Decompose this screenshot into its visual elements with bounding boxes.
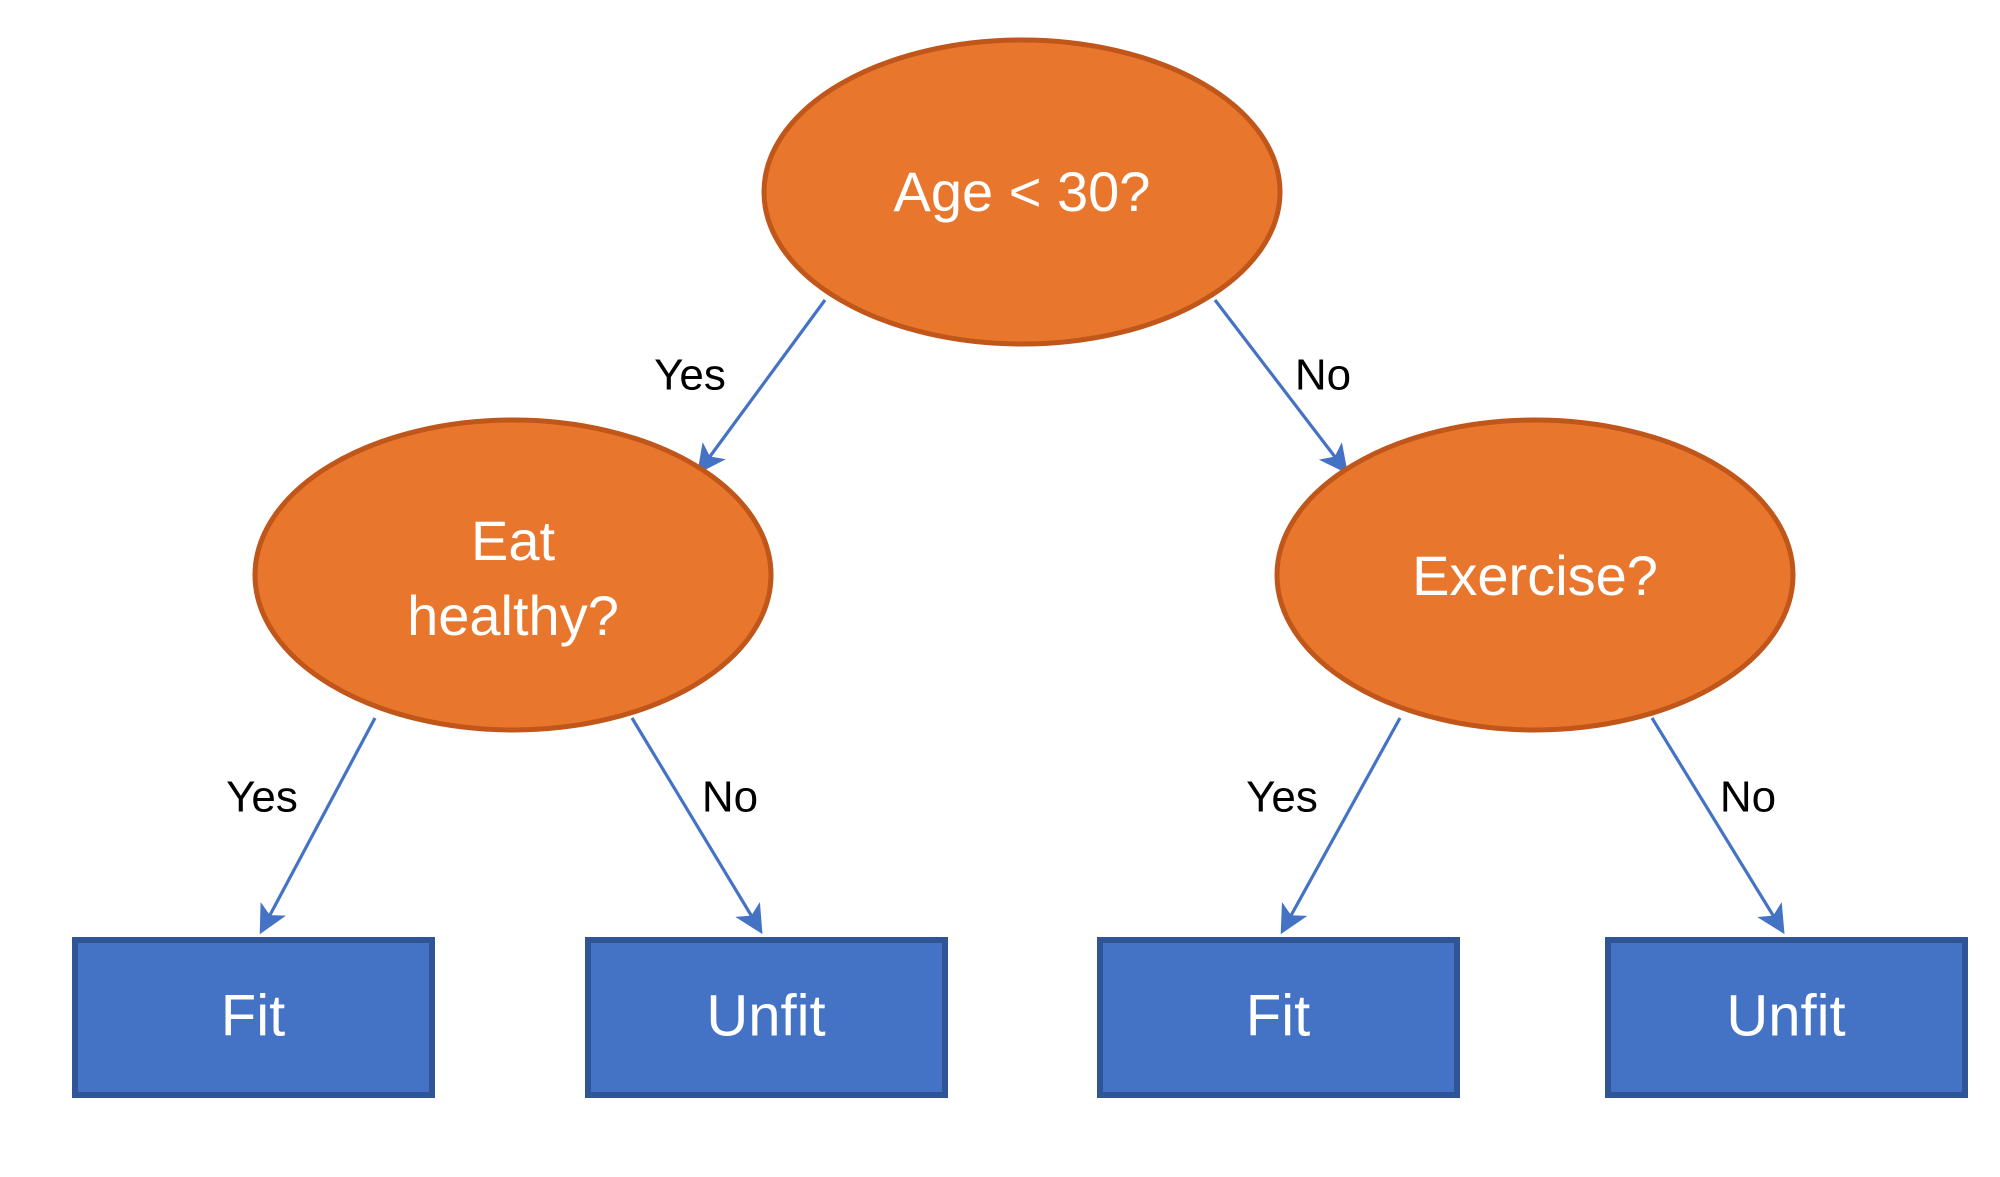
node-shape-exercise[interactable]	[1274, 417, 1796, 733]
outcome-nodes-layer: Fit Unfit Fit Unfit	[72, 937, 1968, 1098]
edge-line-exercise-yes	[1280, 717, 1402, 935]
edge-label-root-no: No	[1295, 351, 1351, 400]
node-shape-leaf-unfit-right[interactable]	[1605, 937, 1968, 1098]
edge-label-exercise-yes: Yes	[1246, 773, 1318, 822]
node-label-leaf-fit-right: Fit	[1246, 983, 1310, 1048]
node-exercise[interactable]: Exercise?	[1274, 417, 1796, 733]
edges-layer: Yes No Yes No Yes No	[226, 299, 1785, 935]
node-label-leaf-fit-left: Fit	[221, 983, 285, 1048]
node-shape-leaf-fit-right[interactable]	[1097, 937, 1460, 1098]
edge-eat-no: No	[630, 717, 763, 935]
node-label-eat-healthy-line2: healthy?	[407, 584, 619, 647]
edge-line-exercise-no	[1650, 717, 1785, 935]
edge-exercise-no: No	[1650, 717, 1785, 935]
node-label-eat-healthy-line1: Eat	[471, 509, 555, 572]
edge-label-root-yes: Yes	[654, 351, 726, 400]
edge-label-eat-yes: Yes	[226, 773, 298, 822]
node-shape-eat-healthy[interactable]	[252, 417, 774, 733]
node-shape-leaf-fit-left[interactable]	[72, 937, 435, 1098]
edge-root-no: No	[1213, 299, 1351, 474]
node-eat-healthy[interactable]: Eat healthy?	[252, 417, 774, 733]
node-label-leaf-unfit-left: Unfit	[706, 983, 825, 1048]
node-leaf-unfit-left[interactable]: Unfit	[585, 937, 948, 1098]
node-leaf-unfit-right[interactable]: Unfit	[1605, 937, 1968, 1098]
edge-label-exercise-no: No	[1720, 773, 1776, 822]
edge-line-eat-yes	[259, 717, 377, 935]
node-shape-leaf-unfit-left[interactable]	[585, 937, 948, 1098]
node-label-root: Age < 30?	[894, 160, 1151, 223]
edge-line-root-yes	[697, 299, 827, 474]
node-root[interactable]: Age < 30?	[761, 37, 1283, 347]
edge-exercise-yes: Yes	[1246, 717, 1402, 935]
edge-line-eat-no	[630, 717, 763, 935]
edge-eat-yes: Yes	[226, 717, 377, 935]
node-label-exercise: Exercise?	[1412, 544, 1658, 607]
node-label-leaf-unfit-right: Unfit	[1726, 983, 1845, 1048]
node-leaf-fit-left[interactable]: Fit	[72, 937, 435, 1098]
decision-nodes-layer: Age < 30? Eat healthy? Exercise?	[252, 37, 1796, 733]
edge-line-root-no	[1213, 299, 1348, 474]
edge-root-yes: Yes	[654, 299, 827, 474]
edge-label-eat-no: No	[702, 773, 758, 822]
node-leaf-fit-right[interactable]: Fit	[1097, 937, 1460, 1098]
node-shape-root[interactable]	[761, 37, 1283, 347]
